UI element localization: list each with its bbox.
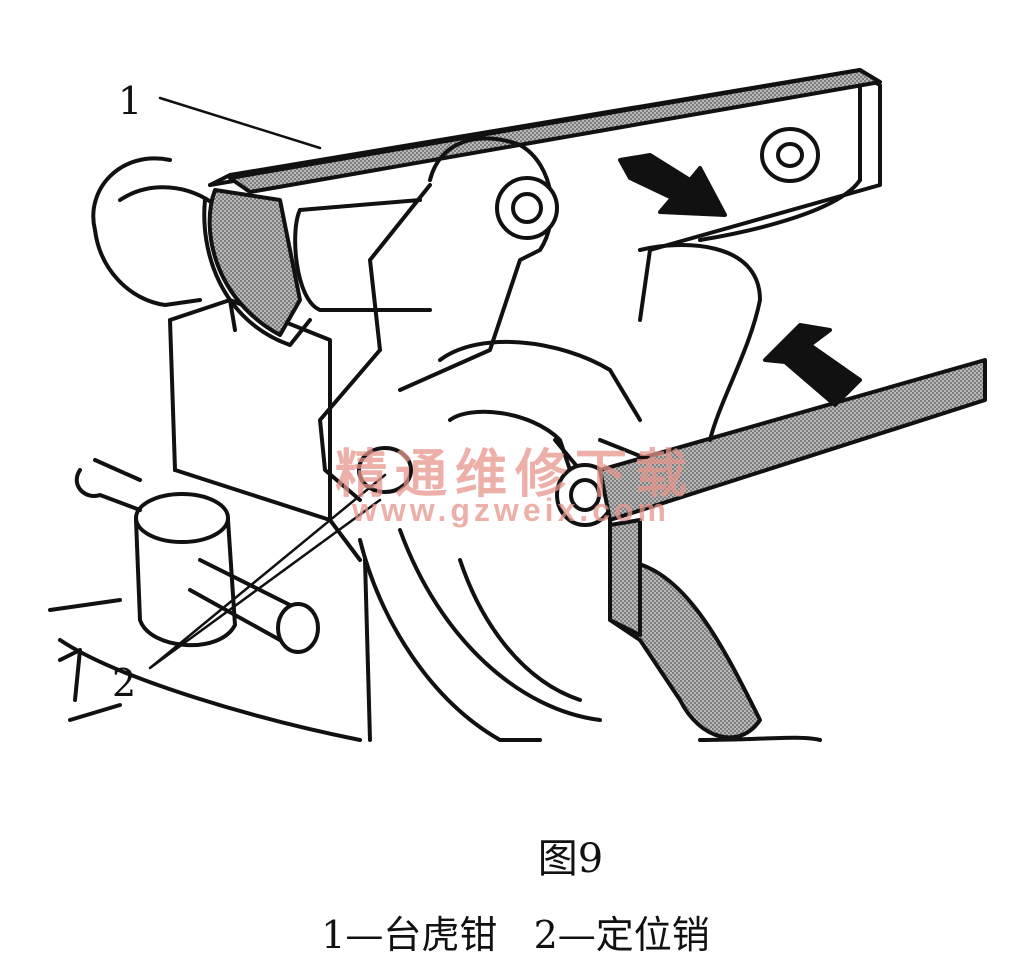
callout-label-1: 1 — [118, 79, 143, 123]
figure-title: 图9 — [537, 836, 604, 882]
bushing — [438, 339, 642, 422]
vise-base-arc — [48, 598, 362, 742]
arrow-up — [763, 323, 862, 407]
handle-bar — [74, 468, 142, 512]
watermark-text: 精通维修下载 — [335, 445, 696, 505]
lever-arm — [398, 136, 554, 392]
left-boss — [91, 156, 202, 307]
arrow-down — [618, 153, 727, 217]
watermark-url: www.gzweix.com — [352, 492, 670, 528]
pin-hole — [357, 446, 413, 494]
lower-jaw-stripe — [598, 358, 987, 522]
leader-line-1 — [158, 96, 322, 150]
handle-boss-top — [134, 492, 230, 544]
vise-body — [168, 298, 332, 522]
rod-cylinder — [293, 198, 432, 312]
callout-label-2: 2 — [112, 661, 137, 705]
leader-line-2 — [148, 473, 387, 670]
figure-legend: 1—台虎钳 2—定位销 — [321, 913, 710, 957]
vise-pin-illustration — [48, 68, 987, 742]
upper-jaw-stripe — [228, 68, 882, 194]
base-ring — [358, 538, 542, 742]
